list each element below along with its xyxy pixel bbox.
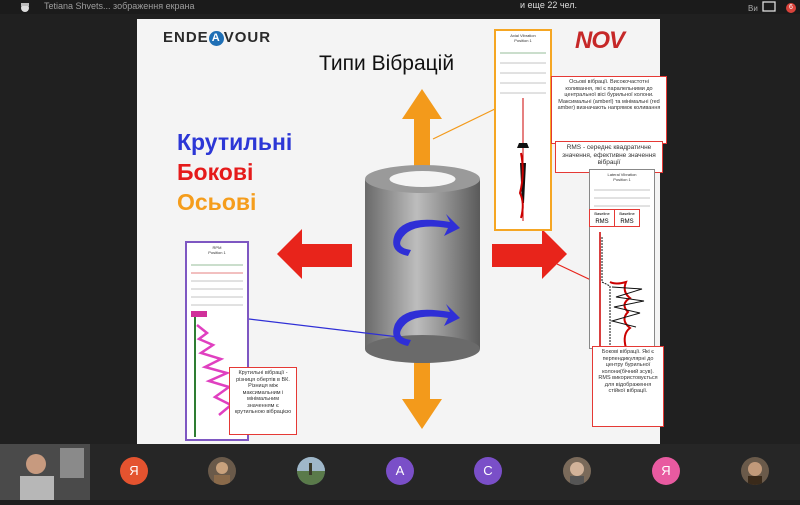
drill-pipe-cylinder bbox=[365, 179, 480, 349]
vibration-types-list: Крутильні Бокові Осьові bbox=[177, 127, 292, 217]
notification-badge[interactable]: 6 bbox=[786, 3, 796, 13]
self-label: Ви bbox=[748, 4, 758, 13]
torsional-log-trace bbox=[191, 264, 243, 437]
screen-sharing-label: Tetiana Shvets... зображення екрана bbox=[44, 1, 195, 11]
landscape-photo-icon bbox=[297, 457, 325, 485]
axial-vibration-log-panel: Axial Vibration Position 1 bbox=[494, 29, 552, 231]
torsion-spiral-lower-icon bbox=[393, 304, 460, 346]
lateral-log-trace bbox=[594, 189, 650, 350]
person-photo-icon bbox=[214, 462, 230, 485]
axial-arrow-down-icon bbox=[402, 349, 442, 429]
axial-log-trace bbox=[500, 52, 546, 221]
rms-baseline-right: Baseline RMS bbox=[614, 209, 640, 227]
participant-avatar-1[interactable]: Я bbox=[120, 457, 148, 485]
participant-avatar-2[interactable] bbox=[208, 457, 236, 485]
axial-vibration-note: Осьові вібрації. Високочастотні коливанн… bbox=[551, 76, 667, 144]
window-toggle-icon[interactable] bbox=[760, 0, 778, 14]
torsional-vibration-note: Крутильні вібрації - різниця обертів в В… bbox=[229, 367, 297, 435]
person-photo-icon bbox=[748, 462, 762, 485]
participant-avatar-6[interactable] bbox=[563, 457, 591, 485]
participant-avatar-5[interactable]: C bbox=[474, 457, 502, 485]
type-lateral: Бокові bbox=[177, 159, 254, 185]
axial-arrow-up-icon bbox=[402, 89, 442, 179]
participant-avatar-3[interactable] bbox=[297, 457, 325, 485]
rms-definition-note: RMS - середнє квадратичне значення, ефек… bbox=[555, 141, 663, 173]
torsion-spiral-upper-icon bbox=[393, 214, 460, 256]
participant-avatar-8[interactable] bbox=[741, 457, 769, 485]
slide-title: Типи Вібрацій bbox=[319, 52, 455, 75]
lateral-arrow-left-icon bbox=[277, 229, 352, 279]
self-camera-tile[interactable] bbox=[0, 444, 90, 500]
rms-baseline-left: Baseline RMS bbox=[589, 209, 615, 227]
person-photo-icon bbox=[570, 462, 584, 485]
app-logo-icon bbox=[21, 3, 29, 12]
type-axial: Осьові bbox=[177, 189, 257, 215]
nov-logo: NOV bbox=[575, 27, 625, 54]
top-bar: Tetiana Shvets... зображення екрана и ещ… bbox=[0, 0, 800, 14]
vibration-diagram bbox=[248, 89, 594, 429]
person-video-icon bbox=[0, 444, 90, 500]
lateral-vibration-note: Бокові вібрації. Які є перпендикулярні д… bbox=[592, 346, 664, 427]
participants-overflow[interactable]: и еще 22 чел. bbox=[520, 0, 578, 10]
type-torsional: Крутильні bbox=[177, 129, 293, 155]
lateral-arrow-right-icon bbox=[492, 229, 567, 279]
participant-avatar-7[interactable]: Я bbox=[652, 457, 680, 485]
torsional-vibration-log-panel: RPM Position 1 bbox=[185, 241, 249, 441]
lateral-vibration-log-panel: Lateral Vibration Position 1 bbox=[589, 169, 655, 350]
participant-avatar-4[interactable]: A bbox=[386, 457, 414, 485]
